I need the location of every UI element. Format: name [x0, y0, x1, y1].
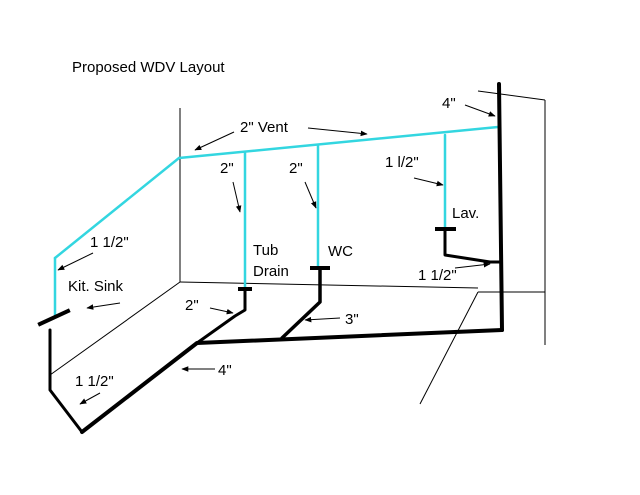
label-lav-drain-size: 1 1/2"	[418, 267, 457, 284]
drain-lines	[48, 82, 504, 434]
wc-vent-arrow	[304, 181, 317, 209]
label-sink-vent-size: 1 1/2"	[90, 234, 129, 251]
label-wc-drain-size: 3"	[345, 311, 359, 328]
label-wc-vent-size: 2"	[289, 160, 303, 177]
label-tub-drain-size: 2"	[185, 297, 199, 314]
label-tub-line1: Tub	[253, 242, 278, 259]
lav-drain-arrow	[454, 261, 491, 269]
main-stack	[497, 82, 504, 332]
ceiling-right-line	[477, 90, 546, 101]
lav-vent-arrow	[413, 177, 444, 187]
back-floor-line	[179, 281, 479, 289]
wc-drain	[280, 266, 322, 340]
label-sink-drain-size: 1 1/2"	[75, 373, 114, 390]
tub-vent-arrow	[232, 181, 242, 213]
label-lav: Lav.	[452, 205, 479, 222]
fixture-caps	[37, 227, 456, 327]
main-horizontal-drain	[80, 328, 504, 434]
tub-drain-arrow	[209, 307, 234, 315]
label-wc: WC	[328, 243, 353, 260]
room-walls	[49, 90, 546, 405]
kit-sink-arrow	[86, 302, 121, 310]
top-stack-arrow	[464, 104, 496, 117]
label-tub-vent-size: 2"	[220, 160, 234, 177]
labels: 2" Vent 4" 2" 2" 1 l/2" Lav. Tub Drain W…	[68, 95, 479, 390]
label-tub-line2: Drain	[253, 263, 289, 280]
diagram-title: Proposed WDV Layout	[72, 59, 225, 76]
lav-drain	[443, 228, 502, 264]
label-vent-top-size: 4"	[442, 95, 456, 112]
sink-drain	[48, 328, 84, 434]
sink-drain-arrow	[79, 392, 101, 405]
wc-drain-arrow	[304, 316, 341, 323]
label-lav-vent-size: 1 l/2"	[385, 154, 419, 171]
vent-lines	[53, 125, 500, 317]
label-kit-sink: Kit. Sink	[68, 278, 124, 295]
label-vent-main: 2" Vent	[240, 119, 289, 136]
main-vent-line	[177, 125, 500, 160]
sink-cap	[37, 308, 71, 327]
vent-arrow-right	[307, 127, 368, 137]
sink-vent-diagonal	[53, 156, 181, 260]
sink-vent-arrow	[57, 252, 94, 271]
right-diagonal-floor-line	[419, 291, 479, 405]
vent-arrow-left	[194, 131, 235, 151]
label-main-drain-size: 4"	[218, 362, 232, 379]
arrows	[57, 104, 496, 405]
left-floor-line	[49, 281, 181, 376]
tub-drain	[195, 288, 247, 345]
